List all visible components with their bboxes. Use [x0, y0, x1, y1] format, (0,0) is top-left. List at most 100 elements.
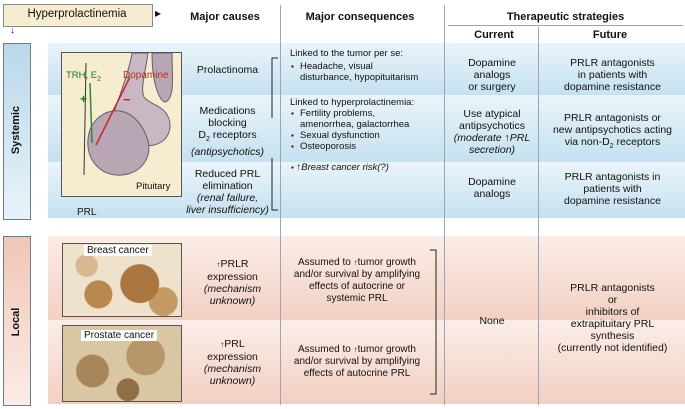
- cause-prolactinoma: Prolactinoma: [175, 65, 280, 76]
- tumor-item-2: disturbance, hypopituitarism: [300, 72, 419, 83]
- local-cause-1-line-2: expression: [207, 271, 258, 283]
- cause-2-receptors: receptors: [209, 129, 257, 141]
- systemic-left-bracket: [271, 57, 278, 211]
- current-3-line-1: Dopamine: [468, 176, 516, 188]
- future-3: PRLR antagonists in patients with dopami…: [540, 171, 685, 207]
- cancer-risk-arrow: ↑: [296, 162, 302, 173]
- title-arrow-icon: ▸: [155, 6, 162, 20]
- cause-3-line-3: (renal failure,: [196, 192, 259, 204]
- lc1-growth: tumor growth: [357, 257, 416, 268]
- consequences-systemic: Linked to the tumor per se: Headache, vi…: [290, 48, 445, 173]
- lc1-arrow: ↑: [353, 258, 358, 267]
- systemic-side-band: [3, 43, 31, 220]
- minus-sign: −: [123, 92, 131, 107]
- local-consequence-1: Assumed to ↑tumor growth and/or survival…: [282, 257, 432, 305]
- trh-label: TRH, E2: [66, 70, 101, 83]
- cause-1-line-1: Prolactinoma: [196, 64, 259, 76]
- down-arrow-icon: ↓: [10, 25, 15, 36]
- breast-cancer-photo: [62, 243, 182, 317]
- current-1-line-3: or surgery: [468, 81, 516, 93]
- cause-2-line-1: Medications: [199, 105, 256, 117]
- local-future-line-3: inhibitors of: [585, 306, 640, 318]
- local-cause-2-line-2: expression: [207, 351, 258, 363]
- hyper-intro: Linked to hyperprolactinemia:: [290, 97, 415, 108]
- cause-3-line-4: liver insufficiency): [186, 204, 269, 216]
- local-consequence-2-line-3: effects of autocrine PRL: [303, 368, 411, 379]
- future-2-sub: 2: [609, 143, 614, 151]
- header-future: Future: [592, 29, 628, 41]
- current-2-prl: PRL: [509, 132, 531, 144]
- local-cause-1-arrow: ↑: [216, 260, 221, 269]
- local-future: PRLR antagonists or inhibitors of extrap…: [540, 282, 685, 354]
- pituitary-label: Pituitary: [136, 181, 171, 192]
- local-cause-2-prl: PRL: [224, 338, 245, 350]
- future-1: PRLR antagonists in patients with dopami…: [540, 57, 685, 93]
- future-2-receptors: receptors: [613, 136, 661, 148]
- cause-reduced-elimination: Reduced PRL elimination (renal failure, …: [175, 168, 280, 216]
- future-2-line-1: PRLR antagonists or: [564, 112, 661, 124]
- lc2-growth: tumor growth: [357, 344, 416, 355]
- local-cause-2-arrow: ↑: [220, 340, 225, 349]
- cause-2-line-2: blocking: [208, 117, 247, 129]
- future-1-line-2: in patients with: [577, 69, 648, 81]
- future-2-line-3: via non-D2 receptors: [540, 136, 685, 153]
- current-2-line-4: secretion): [468, 144, 516, 156]
- current-2: Use atypical antipsychotics (moderate ↑P…: [446, 108, 538, 156]
- future-3-line-1: PRLR antagonists in: [564, 171, 661, 183]
- prl-label: PRL: [77, 207, 97, 218]
- future-1-line-3: dopamine resistance: [564, 81, 661, 93]
- breast-cancer-label: Breast cancer: [84, 245, 152, 256]
- page-title: Hyperprolactinemia: [27, 8, 127, 20]
- current-1-line-1: Dopamine: [468, 57, 516, 69]
- pituitary-diagram: [61, 52, 182, 197]
- current-2-line-3: (moderate ↑PRL: [446, 132, 538, 144]
- lc2-arrow: ↑: [353, 345, 358, 354]
- local-cause-1-prlr: PRLR: [220, 258, 249, 270]
- local-consequence-2-line-1: Assumed to ↑tumor growth: [282, 344, 432, 356]
- local-cause-2-line-1: ↑PRL: [185, 338, 280, 351]
- current-2-moderate: (moderate: [453, 132, 505, 144]
- trh-text: TRH, E: [66, 70, 98, 81]
- local-consequence-1-line-1: Assumed to ↑tumor growth: [282, 257, 432, 269]
- future-2-line-2: new antipsychotics acting: [552, 124, 673, 136]
- local-future-line-5: synthesis: [590, 330, 635, 342]
- future-1-line-1: PRLR antagonists: [570, 57, 655, 69]
- header-consequences: Major consequences: [305, 11, 415, 23]
- current-1: Dopamine analogs or surgery: [446, 57, 538, 93]
- cause-2-d-sub: 2: [206, 136, 210, 144]
- hyper-item: Sexual dysfunction: [291, 130, 445, 141]
- future-2: PRLR antagonists or new antipsychotics a…: [540, 112, 685, 153]
- cause-3-line-2: elimination: [202, 180, 253, 192]
- current-3-line-2: analogs: [473, 188, 511, 200]
- prostate-cancer-label: Prostate cancer: [81, 330, 158, 341]
- header-strategies: Therapeutic strategies: [506, 11, 625, 23]
- lc1-assumed: Assumed to: [298, 257, 354, 268]
- cause-2-line-3: D2 receptors: [175, 129, 280, 146]
- lc2-assumed: Assumed to: [298, 344, 354, 355]
- local-future-line-6: (currently not identified): [557, 342, 668, 354]
- current-2-arrow: ↑: [504, 132, 510, 144]
- local-label: Local: [10, 307, 22, 337]
- local-cause-2-line-3: (mechanism: [203, 363, 262, 375]
- cause-3-line-1: Reduced PRL: [194, 168, 261, 180]
- local-cause-2-line-4: unknown): [209, 375, 256, 387]
- current-1-line-2: analogs: [473, 69, 511, 81]
- cancer-risk-text: Breast cancer risk(?): [301, 162, 389, 173]
- local-cause-1-line-1: ↑PRLR: [185, 258, 280, 271]
- header-causes: Major causes: [190, 11, 260, 23]
- local-cause-1-line-4: unknown): [209, 295, 256, 307]
- local-right-bracket: [430, 249, 437, 395]
- divider-3: [538, 27, 539, 405]
- cause-2-d: D: [198, 129, 206, 141]
- local-current: None: [479, 315, 505, 327]
- header-current: Current: [474, 29, 514, 41]
- future-2-via: via non-D: [564, 136, 610, 148]
- current-2-line-1: Use atypical: [463, 108, 521, 120]
- local-consequence-2-line-2: and/or survival by amplifying: [293, 356, 421, 367]
- tumor-intro: Linked to the tumor per se:: [290, 48, 404, 59]
- hyper-list: Fertility problems,amenorrhea, galactorr…: [290, 108, 445, 152]
- current-3: Dopamine analogs: [446, 176, 538, 200]
- local-future-line-2: or: [607, 294, 618, 306]
